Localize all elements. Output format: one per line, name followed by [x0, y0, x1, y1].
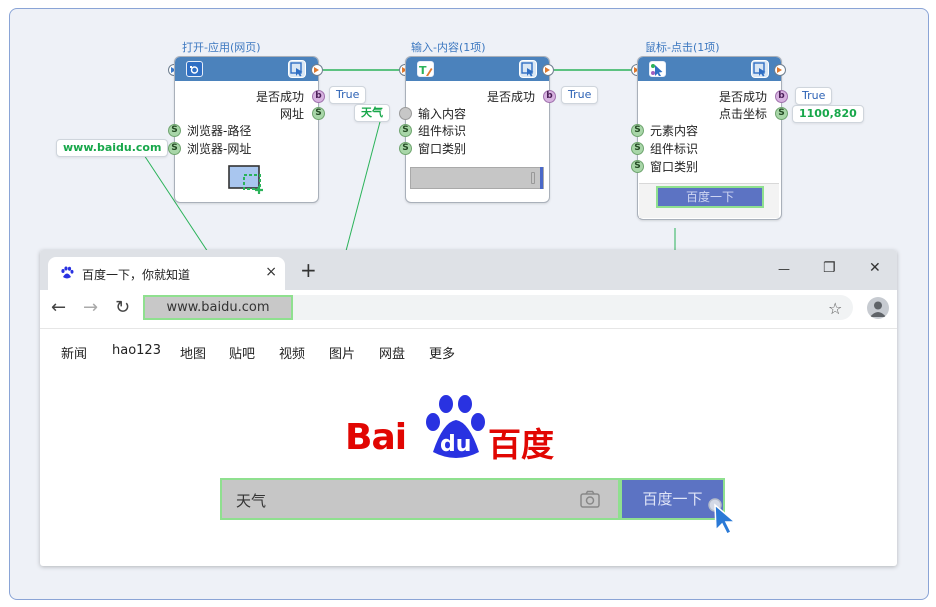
- mouse-cursor-icon: [706, 496, 740, 540]
- node1-browser-path-port[interactable]: S: [168, 124, 181, 137]
- close-window-button[interactable]: ✕: [869, 260, 881, 276]
- node1-header: [175, 57, 318, 81]
- search-input[interactable]: 天气: [220, 478, 620, 520]
- nav-link-video[interactable]: 视频: [279, 347, 306, 362]
- node1-output-success-label: 是否成功: [255, 90, 304, 104]
- node3-flow-out-port[interactable]: [774, 64, 786, 76]
- node2-input-value-tag[interactable]: 天气: [354, 104, 390, 122]
- tab-title: 百度一下，你就知道: [82, 268, 191, 282]
- forward-arrow-icon[interactable]: →: [83, 297, 99, 318]
- node2-input-window-class-label: 窗口类别: [418, 142, 467, 156]
- node3-preview-area: 百度一下: [639, 183, 779, 218]
- tab-close-icon[interactable]: ×: [265, 264, 277, 280]
- node2-pointer-button[interactable]: [519, 60, 537, 78]
- node2-success-value-tag: True: [561, 86, 599, 104]
- node3-component-id-port[interactable]: S: [631, 142, 644, 155]
- node3-output-click-coord-label: 点击坐标: [718, 107, 767, 121]
- cursor-icon: [753, 62, 766, 77]
- svg-text:T: T: [419, 64, 427, 77]
- baidu-logo-bai: Bai: [345, 417, 407, 458]
- mouse-click-icon: [649, 61, 666, 77]
- node3-element-content-port[interactable]: S: [631, 124, 644, 137]
- node2-preview-bar: [540, 167, 543, 189]
- node2-input-component-id-label: 组件标识: [418, 124, 467, 138]
- cursor-icon: [290, 62, 303, 77]
- restore-button[interactable]: ❐: [823, 260, 836, 276]
- nav-link-images[interactable]: 图片: [329, 347, 356, 362]
- nav-link-hao123[interactable]: hao123: [112, 343, 161, 358]
- back-arrow-icon[interactable]: ←: [51, 297, 67, 318]
- baidu-paw-icon: [60, 265, 74, 284]
- address-bar-extension[interactable]: [293, 295, 853, 320]
- node-open-app[interactable]: 是否成功 b 网址 S S 浏览器-路径 S 浏览器-网址: [168, 56, 325, 203]
- tab-baidu[interactable]: 百度一下，你就知道 ×: [48, 257, 285, 290]
- node1-url-port[interactable]: S: [312, 107, 325, 120]
- node3-pointer-button[interactable]: [751, 60, 769, 78]
- new-tab-button[interactable]: +: [300, 258, 317, 282]
- node3-click-coord-value-tag: 1100,820: [792, 105, 864, 123]
- node3-click-coord-port[interactable]: S: [775, 107, 788, 120]
- nav-link-more[interactable]: 更多: [429, 347, 456, 362]
- node3-preview-button[interactable]: 百度一下: [656, 186, 764, 208]
- node3-input-window-class-label: 窗口类别: [650, 160, 699, 174]
- baidu-logo-du: du: [440, 432, 472, 457]
- node1-input-browser-path-label: 浏览器-路径: [187, 124, 252, 138]
- nav-link-netdisk[interactable]: 网盘: [379, 347, 406, 362]
- window-select-icon[interactable]: [228, 165, 266, 199]
- node2-output-success-label: 是否成功: [486, 90, 535, 104]
- search-button[interactable]: 百度一下: [620, 478, 725, 520]
- bookmark-star-icon[interactable]: ☆: [828, 299, 843, 318]
- node3-window-class-port[interactable]: S: [631, 160, 644, 173]
- profile-avatar-icon[interactable]: [867, 297, 889, 319]
- address-bar[interactable]: www.baidu.com: [143, 295, 293, 320]
- camera-icon[interactable]: [580, 490, 600, 512]
- node3-success-value-tag: True: [795, 87, 833, 105]
- nav-link-tieba[interactable]: 贴吧: [229, 347, 256, 362]
- search-input-text: 天气: [236, 492, 267, 510]
- nav-link-news[interactable]: 新闻: [61, 347, 88, 362]
- baidu-logo-chinese: 百度: [488, 425, 554, 464]
- node3-success-port[interactable]: b: [775, 90, 788, 103]
- app-window-icon: [186, 61, 203, 77]
- node2-header: T: [406, 57, 549, 81]
- node1-success-value-tag: True: [329, 86, 367, 104]
- node2-window-class-port[interactable]: S: [399, 142, 412, 155]
- node1-flow-out-port[interactable]: [311, 64, 323, 76]
- nav-link-map[interactable]: 地图: [180, 347, 207, 362]
- node1-title: 打开-应用(网页): [182, 41, 261, 54]
- node1-url-value-tag[interactable]: www.baidu.com: [56, 139, 169, 157]
- minimize-button[interactable]: —: [778, 262, 790, 276]
- baidu-logo: Bai du 百度: [345, 392, 565, 464]
- node2-input-content-label: 输入内容: [418, 107, 467, 121]
- node3-title: 鼠标-点击(1项): [645, 41, 720, 54]
- browser-toolbar: ← → ↻ www.baidu.com ☆: [40, 290, 897, 329]
- node3-input-element-content-label: 元素内容: [650, 124, 699, 138]
- node2-input-content-port[interactable]: [399, 107, 412, 120]
- node2-component-id-port[interactable]: S: [399, 124, 412, 137]
- node1-browser-url-port[interactable]: S: [168, 142, 181, 155]
- text-input-icon: T: [417, 61, 434, 77]
- browser-window: 百度一下，你就知道 × + — ❐ ✕ ← → ↻ www.baidu.com …: [40, 250, 897, 566]
- node3-header: [638, 57, 781, 81]
- node1-success-port[interactable]: b: [312, 90, 325, 103]
- reload-icon[interactable]: ↻: [115, 297, 131, 318]
- baidu-paw-logo-icon: [426, 395, 485, 458]
- node1-output-url-label: 网址: [279, 107, 304, 121]
- node1-input-browser-url-label: 浏览器-网址: [187, 142, 252, 156]
- node3-input-component-id-label: 组件标识: [650, 142, 699, 156]
- node2-flow-out-port[interactable]: [542, 64, 554, 76]
- cursor-icon: [521, 62, 534, 77]
- node2-preview-field[interactable]: [410, 167, 544, 189]
- node-mouse-click[interactable]: 是否成功 b 点击坐标 S S 元素内容 S 组件标识 S 窗口类别 百度一下: [631, 56, 788, 220]
- node1-pointer-button[interactable]: [288, 60, 306, 78]
- node2-success-port[interactable]: b: [543, 90, 556, 103]
- node-input-content[interactable]: T 是否成功 b 输入内容 S 组件标识 S 窗口类别: [399, 56, 556, 203]
- node2-title: 输入-内容(1项): [411, 41, 486, 54]
- tab-strip: 百度一下，你就知道 × + — ❐ ✕: [40, 250, 897, 290]
- node3-output-success-label: 是否成功: [718, 90, 767, 104]
- text-caret-icon: [531, 172, 535, 184]
